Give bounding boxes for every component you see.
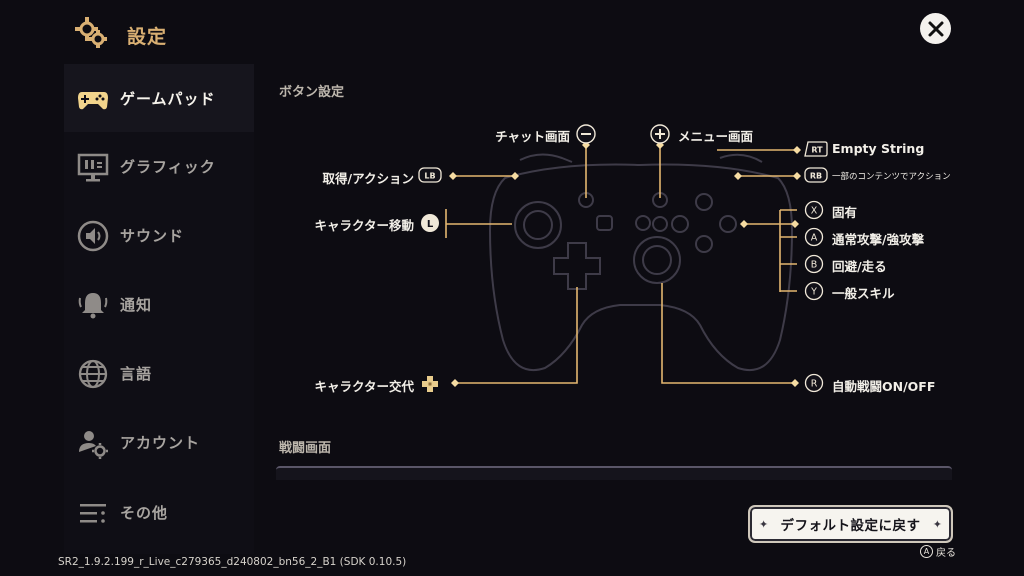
sidebar-item-label: 言語 <box>120 364 153 383</box>
a-button-icon: A <box>804 227 824 247</box>
sparkle-icon: ✦ <box>759 518 769 531</box>
plus-button-icon <box>650 124 670 144</box>
settings-gear-icon <box>75 17 107 48</box>
list-icon <box>80 504 106 523</box>
sidebar-item-other[interactable]: その他 <box>64 478 254 546</box>
mapping-b-label: 回避/走る <box>832 259 887 274</box>
rb-button-icon: RB <box>804 167 828 183</box>
sidebar-item-label: ゲームパッド <box>120 89 216 108</box>
close-icon <box>928 21 943 36</box>
mapping-minus-label: チャット画面 <box>495 129 570 144</box>
a-button-icon: A <box>920 545 933 558</box>
sidebar-item-label: 通知 <box>120 295 153 314</box>
close-button[interactable] <box>920 13 951 44</box>
reset-default-label: デフォルト設定に戻す <box>780 518 921 534</box>
svg-text:LB: LB <box>424 172 435 181</box>
version-string: SR2_1.9.2.199_r_Live_c279365_d240802_bn5… <box>58 556 407 568</box>
svg-text:B: B <box>811 260 818 271</box>
mapping-plus-label: メニュー画面 <box>678 129 754 144</box>
svg-text:L: L <box>427 219 434 230</box>
mapping-lines <box>445 145 797 384</box>
svg-text:RB: RB <box>810 172 822 181</box>
speaker-icon <box>77 220 109 252</box>
mapping-y-label: 一般スキル <box>832 286 895 301</box>
b-button-icon: B <box>804 254 824 274</box>
sidebar-item-gamepad[interactable]: ゲームパッド <box>64 64 254 132</box>
account-gear-icon <box>79 431 108 459</box>
sidebar-item-label: サウンド <box>120 226 185 245</box>
monitor-icon <box>77 153 109 182</box>
right-stick-icon: R <box>804 373 824 393</box>
mapping-rb-label: 一部のコンテンツでアクション <box>832 172 951 182</box>
gamepad-icon <box>78 92 108 110</box>
sidebar-item-language[interactable]: 言語 <box>64 339 254 407</box>
mapping-rt-label: Empty String <box>832 141 925 156</box>
bell-icon <box>78 293 108 319</box>
minus-button-icon <box>576 124 596 144</box>
reset-default-button[interactable]: ✦ デフォルト設定に戻す ✦ <box>748 505 953 543</box>
sidebar-item-notification[interactable]: 通知 <box>64 270 254 338</box>
lb-button-icon: LB <box>418 167 442 183</box>
y-button-icon: Y <box>804 281 824 301</box>
sidebar-item-label: その他 <box>120 503 169 522</box>
mapping-ls-label: キャラクター移動 <box>314 218 414 233</box>
back-hint[interactable]: A 戻る <box>920 544 956 559</box>
sidebar-item-label: アカウント <box>120 433 201 452</box>
battle-screen-title: 戦闘画面 <box>279 441 332 456</box>
x-button-icon: X <box>804 200 824 220</box>
mapping-diamonds <box>449 141 801 387</box>
mapping-x-label: 固有 <box>832 205 858 220</box>
sidebar-item-label: グラフィック <box>120 157 216 176</box>
rt-button-icon: RT <box>804 141 828 157</box>
sidebar-item-account[interactable]: アカウント <box>64 408 254 476</box>
back-label: 戻る <box>936 548 956 559</box>
sidebar-item-graphics[interactable]: グラフィック <box>64 132 254 200</box>
sparkle-icon: ✦ <box>932 518 942 531</box>
mapping-a-label: 通常攻撃/強攻撃 <box>832 232 925 247</box>
svg-text:A: A <box>811 233 818 244</box>
dpad-icon <box>422 376 438 392</box>
sidebar-item-sound[interactable]: サウンド <box>64 201 254 269</box>
button-settings-title: ボタン設定 <box>279 85 345 100</box>
left-stick-icon: L <box>421 214 439 232</box>
globe-icon <box>78 359 108 389</box>
battle-settings-panel[interactable] <box>276 466 952 480</box>
svg-text:Y: Y <box>810 287 817 298</box>
controller-outline <box>488 153 794 372</box>
mapping-rs-label: 自動戦闘ON/OFF <box>832 379 936 394</box>
svg-text:R: R <box>811 379 818 390</box>
mapping-dpad-label: キャラクター交代 <box>314 379 414 394</box>
sidebar: ゲームパッド グラフィック サウンド 通 <box>64 64 254 554</box>
svg-text:X: X <box>811 206 818 217</box>
page-title: 設定 <box>127 26 168 48</box>
svg-text:RT: RT <box>811 146 823 155</box>
mapping-lb-label: 取得/アクション <box>322 171 414 186</box>
